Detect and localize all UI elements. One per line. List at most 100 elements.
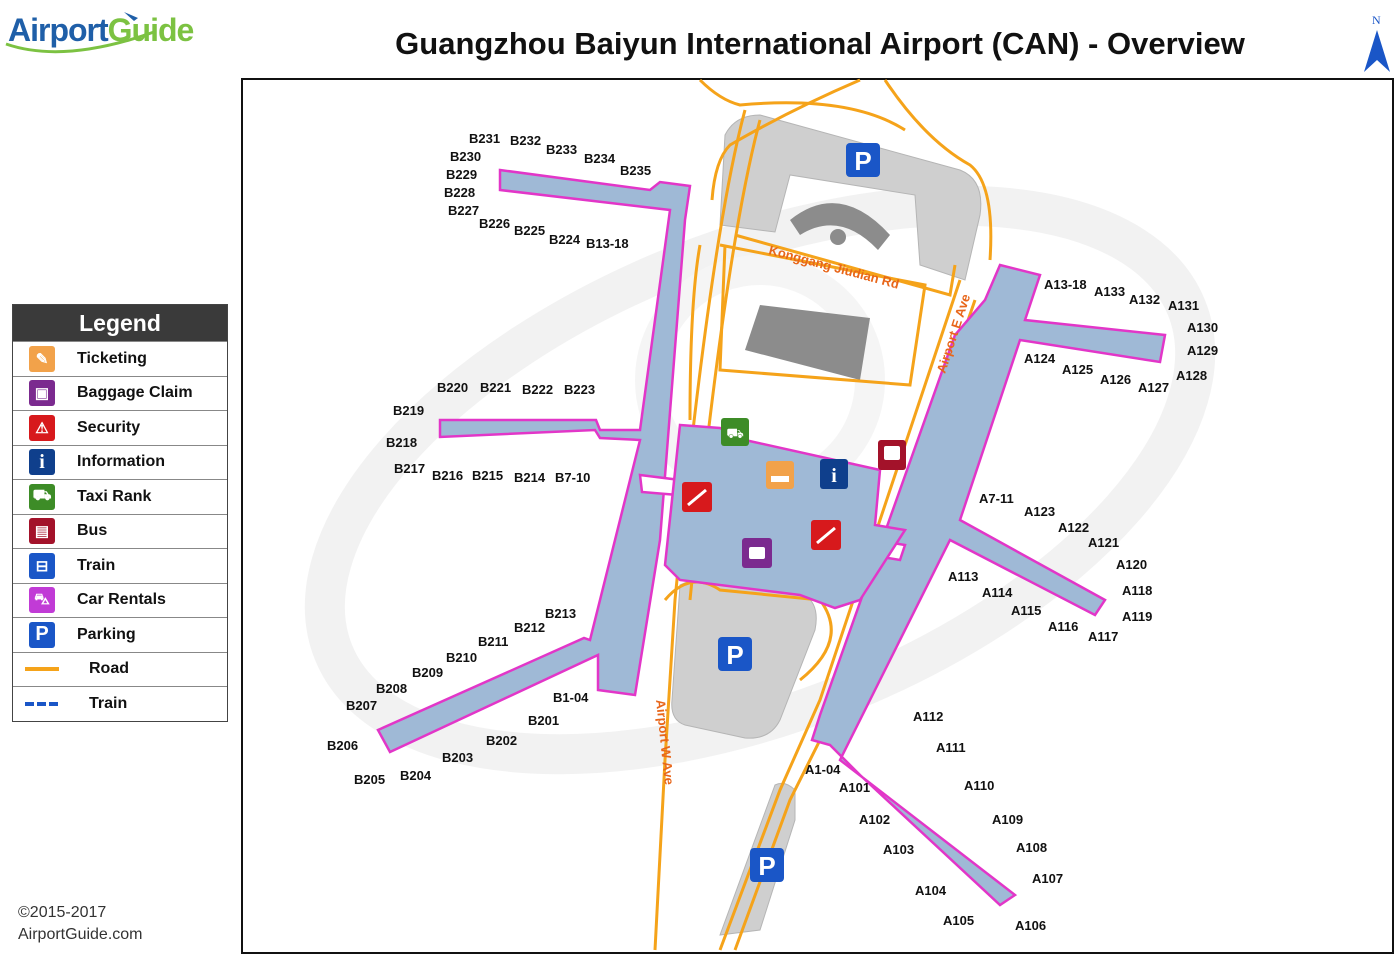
gate-label: A130 xyxy=(1187,320,1218,335)
taxi-icon-map: ⛟ xyxy=(721,418,749,446)
gate-label: A110 xyxy=(964,778,994,793)
central-hall xyxy=(663,423,908,610)
airportguide-logo[interactable]: AirportGuide xyxy=(4,4,214,66)
gate-label: A114 xyxy=(982,585,1013,600)
taxi-icon: ⛟ xyxy=(29,483,55,510)
svg-text:P: P xyxy=(854,146,871,176)
gate-label: A120 xyxy=(1116,557,1147,572)
gate-label: B235 xyxy=(620,163,651,178)
gate-label: A124 xyxy=(1024,351,1056,366)
svg-text:⛟: ⛟ xyxy=(726,425,744,441)
gate-label: B224 xyxy=(549,232,581,247)
legend-item-bus: ▤ Bus xyxy=(13,513,227,549)
gate-label: A103 xyxy=(883,842,914,857)
gate-label: B228 xyxy=(444,185,475,200)
gate-label: B1-04 xyxy=(553,690,589,705)
gate-label: A119 xyxy=(1122,609,1152,624)
gate-label: B203 xyxy=(442,750,473,765)
page-title: Guangzhou Baiyun International Airport (… xyxy=(395,26,1245,61)
gate-label: B218 xyxy=(386,435,417,450)
gate-labels-a-north: A13-18 A133 A132 A131 A130 A129 A128 A12… xyxy=(1024,277,1218,395)
legend-item-train: ⊟ Train xyxy=(13,548,227,583)
gate-label: A109 xyxy=(992,812,1023,827)
parking-lot-north xyxy=(719,114,982,281)
gate-label: A125 xyxy=(1062,362,1093,377)
gate-label: A131 xyxy=(1168,298,1199,313)
gate-labels-a-middle: A7-11 A123 A122 A121 A120 A118 A119 A117… xyxy=(948,491,1152,644)
legend-item-ticketing: ✎ Ticketing xyxy=(13,341,227,376)
gate-label: B231 xyxy=(469,131,500,146)
parking-icon-south: P xyxy=(750,848,784,882)
gate-label: B214 xyxy=(514,470,546,485)
gate-label: A101 xyxy=(839,780,870,795)
gate-label: A115 xyxy=(1011,603,1041,618)
gate-label: A112 xyxy=(913,709,943,724)
north-label: N xyxy=(1372,13,1381,27)
gate-label: A106 xyxy=(1015,918,1046,933)
gate-label: B221 xyxy=(480,380,511,395)
gate-label: A121 xyxy=(1088,535,1119,550)
garage-block xyxy=(745,305,870,380)
logo-part2: Guide xyxy=(107,12,195,48)
gate-label: B216 xyxy=(432,468,463,483)
gate-label: A122 xyxy=(1058,520,1089,535)
gate-label: A128 xyxy=(1176,368,1207,383)
svg-text:P: P xyxy=(758,851,775,881)
security-icon-map-1 xyxy=(682,482,712,512)
terminal-b xyxy=(376,168,692,754)
train-line-icon xyxy=(25,701,59,706)
gate-label: A7-11 xyxy=(979,491,1014,506)
gate-label: A117 xyxy=(1088,629,1118,644)
train-icon: ⊟ xyxy=(29,552,55,579)
gate-label: A116 xyxy=(1048,619,1078,634)
gate-label: A123 xyxy=(1024,504,1055,519)
gate-label: A118 xyxy=(1122,583,1152,598)
gate-label: A132 xyxy=(1129,292,1160,307)
gate-label: B208 xyxy=(376,681,407,696)
gate-label: B222 xyxy=(522,382,553,397)
copyright-years: ©2015-2017 xyxy=(18,904,107,921)
parking-icon-central: P xyxy=(718,637,752,671)
gate-label: B232 xyxy=(510,133,541,148)
gate-label: B210 xyxy=(446,650,477,665)
parking-icon: P xyxy=(29,621,55,648)
ticketing-icon-map xyxy=(766,461,794,489)
car-rental-icon: ⛍ xyxy=(29,587,55,614)
legend-item-parking: P Parking xyxy=(13,617,227,652)
bus-icon-map xyxy=(878,440,906,470)
gate-label: A129 xyxy=(1187,343,1218,358)
legend-item-train-line: Train xyxy=(13,686,227,721)
gate-label: A113 xyxy=(948,569,978,584)
gate-labels-b-north: B231 B232 B233 B234 B235 B230 B229 B228 … xyxy=(444,131,651,251)
gate-label: B207 xyxy=(346,698,377,713)
gate-label: A1-04 xyxy=(805,762,841,777)
gate-label: B201 xyxy=(528,713,559,728)
road-line-icon xyxy=(25,667,59,672)
copyright: ©2015-2017 AirportGuide.com xyxy=(18,902,143,946)
baggage-icon: ▣ xyxy=(29,380,55,407)
bus-icon: ▤ xyxy=(29,518,55,545)
gate-label: B225 xyxy=(514,223,545,238)
svg-text:P: P xyxy=(726,640,743,670)
gate-label: B219 xyxy=(393,403,424,418)
gate-label: A13-18 xyxy=(1044,277,1087,292)
garage-dot xyxy=(830,229,846,245)
gate-label: B205 xyxy=(354,772,385,787)
gate-label: A126 xyxy=(1100,372,1131,387)
logo-part1: Airport xyxy=(8,12,109,48)
copyright-site[interactable]: AirportGuide.com xyxy=(18,926,143,943)
gate-label: B213 xyxy=(545,606,576,621)
security-icon: ⚠ xyxy=(29,414,55,441)
gate-label: B229 xyxy=(446,167,477,182)
gate-label: B227 xyxy=(448,203,479,218)
gate-labels-a-south: A112 A111 A110 A109 A108 A107 A106 A105 … xyxy=(805,709,1063,933)
legend-item-road: Road xyxy=(13,651,227,687)
legend-item-security: ⚠ Security xyxy=(13,410,227,445)
parking-icon-north: P xyxy=(846,143,880,177)
gate-label: B206 xyxy=(327,738,358,753)
gate-label: A133 xyxy=(1094,284,1125,299)
gate-label: A108 xyxy=(1016,840,1047,855)
gate-label: B234 xyxy=(584,151,616,166)
information-icon: i xyxy=(29,449,55,476)
